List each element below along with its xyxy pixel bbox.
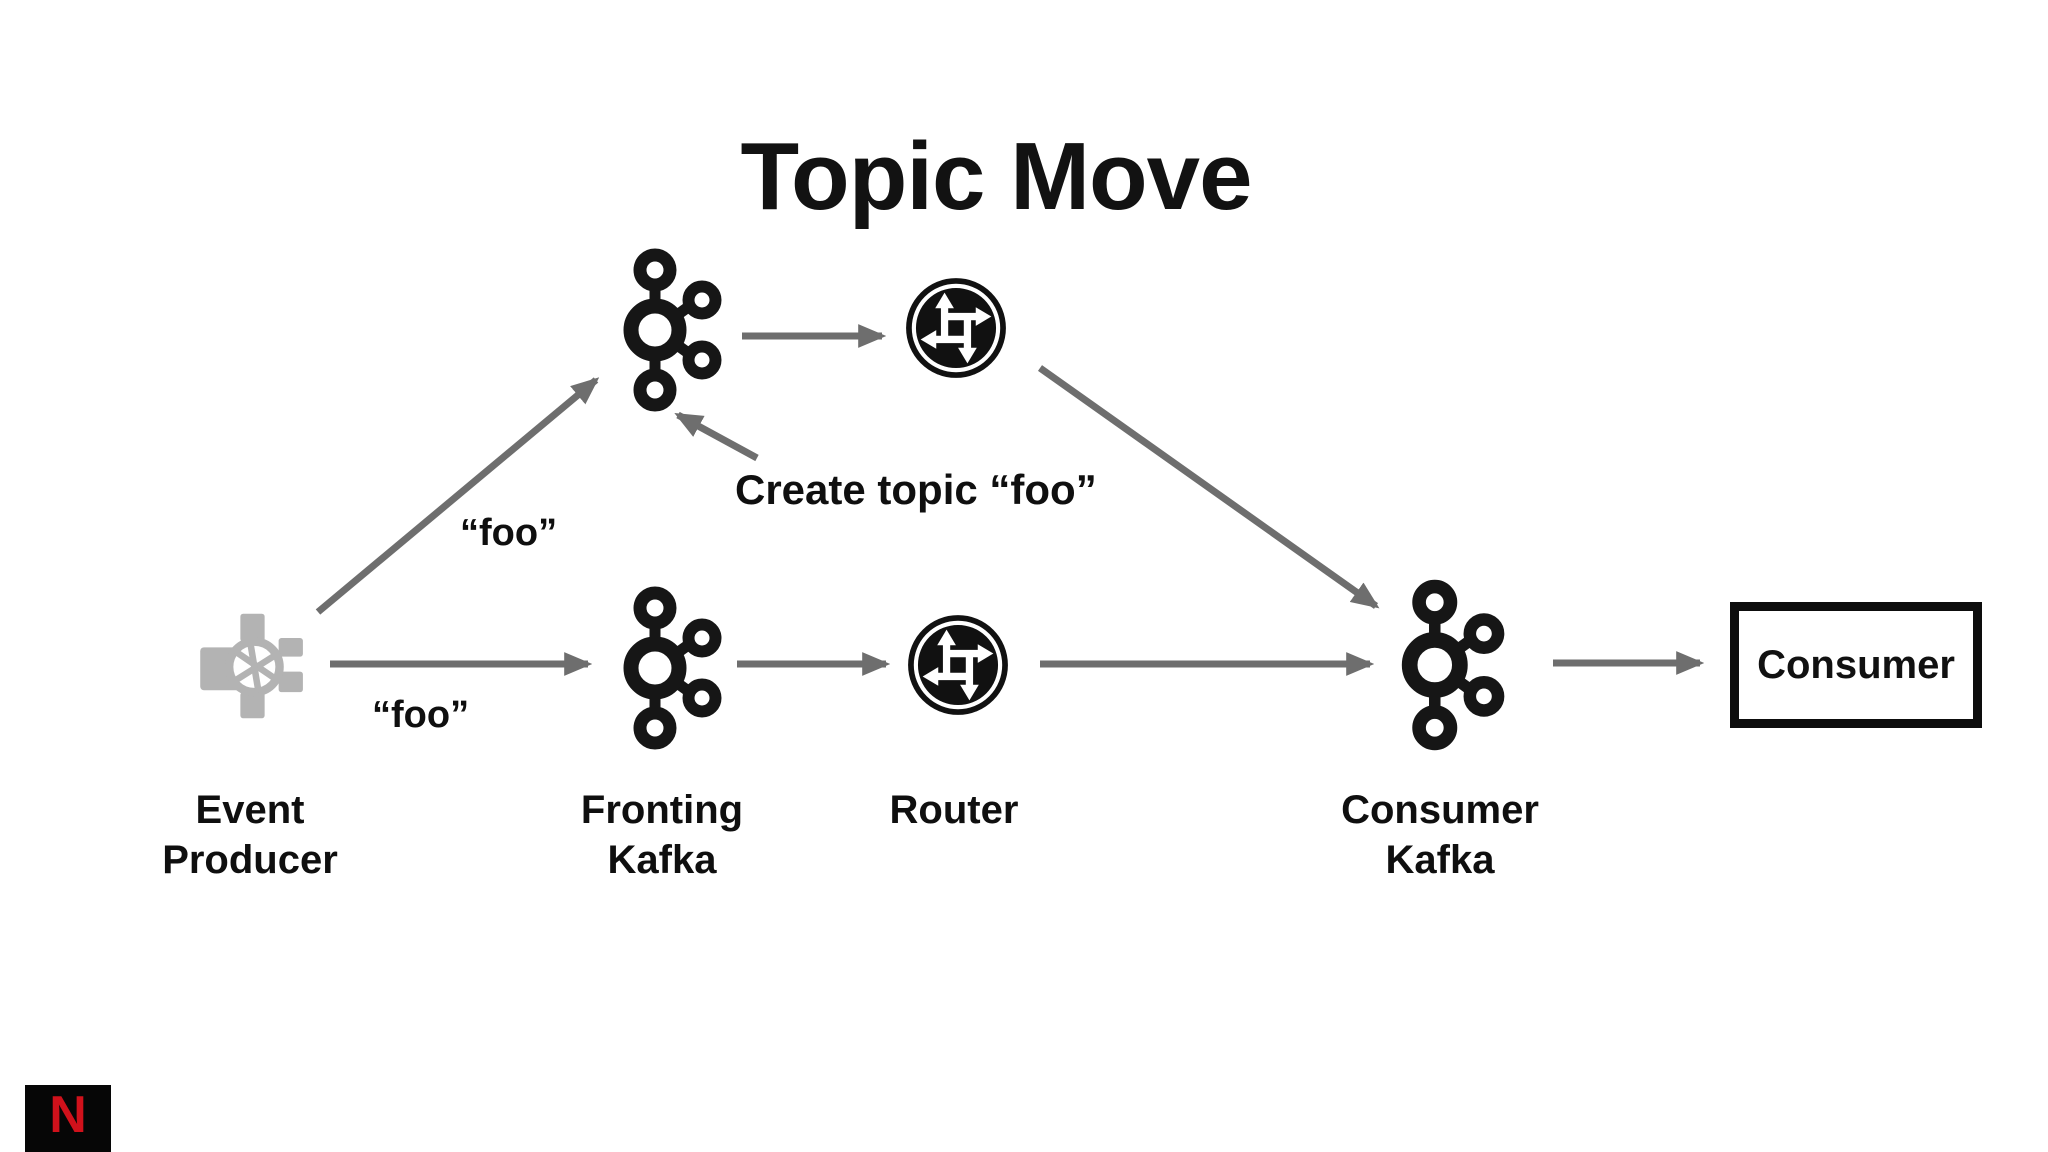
router-icon [904,276,1008,380]
foo-label-top: “foo” [460,512,558,554]
event-producer-label: Event Producer [162,788,338,882]
consumer-box-label: Consumer [1757,642,1955,687]
router-label: Router [889,788,1019,832]
netflix-n-icon: N [49,1086,87,1144]
consumer-box: Consumer [1730,602,1982,728]
fronting-kafka-label: Fronting Kafka [580,788,744,882]
router-icon [906,613,1010,717]
kafka-icon [595,245,725,415]
arrow-producer-to-fronting-kafka-top [315,377,600,615]
kafka-icon [595,583,725,753]
consumer-kafka-label: Consumer Kafka [1341,788,1539,882]
netflix-logo: N [25,1085,111,1152]
create-topic-label: Create topic “foo” [735,466,1097,513]
kafka-icon [1372,576,1508,754]
foo-label-bottom: “foo” [372,694,470,736]
page-title: Topic Move [740,123,1253,230]
arrow-create-topic-to-fronting-kafka [674,411,759,462]
event-producer-icon [195,610,310,722]
